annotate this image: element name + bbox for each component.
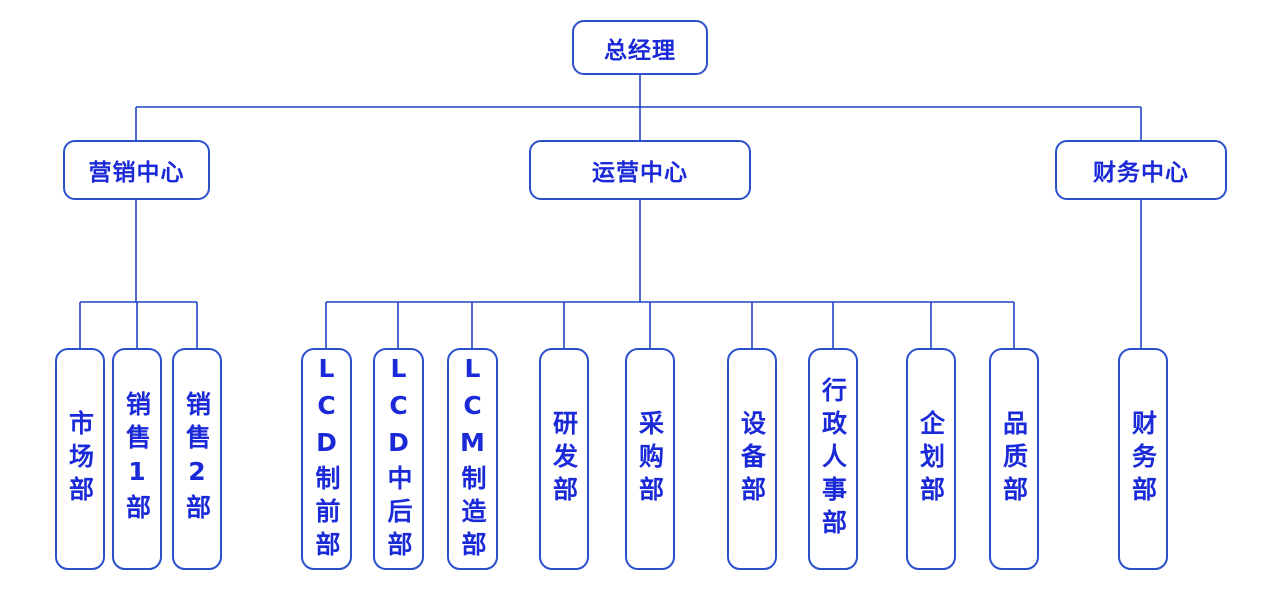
node-finance-center: 财务中心 [1055, 140, 1227, 200]
node-market-dept: 市场部 [55, 348, 105, 570]
node-equipment-dept: 设备部 [727, 348, 777, 570]
node-procurement-dept: 采购部 [625, 348, 675, 570]
node-sales-1-dept: 销售1部 [112, 348, 162, 570]
node-finance-dept: 财务部 [1118, 348, 1168, 570]
node-operations-center: 运营中心 [529, 140, 751, 200]
node-marketing-center: 营销中心 [63, 140, 210, 200]
node-general-manager: 总经理 [572, 20, 708, 75]
node-quality-dept: 品质部 [989, 348, 1039, 570]
node-planning-dept: 企划部 [906, 348, 956, 570]
node-lcd-mid-back-process-dept: LCD中后部 [373, 348, 424, 570]
node-admin-hr-dept: 行政人事部 [808, 348, 858, 570]
node-sales-2-dept: 销售2部 [172, 348, 222, 570]
node-rd-dept: 研发部 [539, 348, 589, 570]
node-lcd-front-process-dept: LCD制前部 [301, 348, 352, 570]
node-lcm-manufacturing-dept: LCM制造部 [447, 348, 498, 570]
